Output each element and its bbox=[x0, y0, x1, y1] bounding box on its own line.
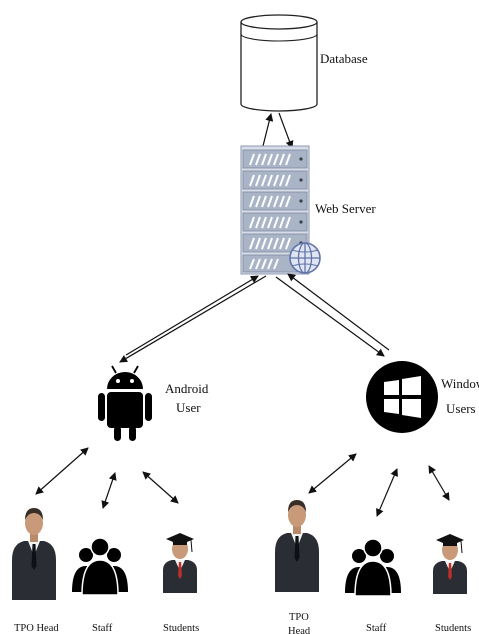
students-graduate-icon bbox=[433, 534, 467, 594]
database-label: Database bbox=[320, 51, 368, 66]
server-to-windows-arrow bbox=[275, 276, 385, 357]
android-icon bbox=[98, 365, 152, 441]
globe-icon bbox=[289, 242, 321, 274]
staff-group-icon bbox=[72, 537, 128, 596]
staff-group-icon bbox=[345, 538, 401, 597]
windows-students-arrow bbox=[428, 465, 450, 501]
server-to-database-arrow bbox=[262, 113, 274, 147]
students-graduate-icon bbox=[163, 533, 197, 593]
android-staff-arrow bbox=[101, 472, 117, 509]
tpo-head-avatar-icon bbox=[275, 500, 319, 592]
windows-label-line2: Users bbox=[446, 401, 476, 416]
windows-icon bbox=[366, 361, 438, 433]
tpo-head-label: TPO Head bbox=[14, 623, 59, 634]
server-to-android-arrow bbox=[119, 275, 267, 363]
tpo-head-label-line1: TPO bbox=[289, 612, 309, 623]
staff-label: Staff bbox=[92, 623, 113, 634]
android-to-server-arrow bbox=[125, 275, 259, 356]
android-tpo-head-arrow bbox=[35, 447, 89, 495]
students-label: Students bbox=[163, 623, 199, 634]
android-label-line2: User bbox=[176, 400, 201, 415]
android-label-line1: Android bbox=[165, 381, 209, 396]
staff-label: Staff bbox=[366, 623, 387, 634]
windows-label-line1: Windows bbox=[441, 376, 479, 391]
windows-staff-arrow bbox=[376, 468, 398, 517]
windows-to-server-arrow bbox=[287, 273, 390, 351]
students-label: Students bbox=[435, 623, 471, 634]
web-server-label: Web Server bbox=[315, 201, 376, 216]
android-students-arrow bbox=[142, 471, 179, 504]
tpo-head-avatar-icon bbox=[12, 508, 56, 600]
windows-tpo-head-arrow bbox=[308, 453, 357, 494]
tpo-head-label-line2: Head bbox=[288, 626, 311, 634]
web-server-icon bbox=[240, 145, 310, 275]
database-to-server-arrow bbox=[278, 112, 294, 149]
database-icon bbox=[240, 14, 318, 112]
